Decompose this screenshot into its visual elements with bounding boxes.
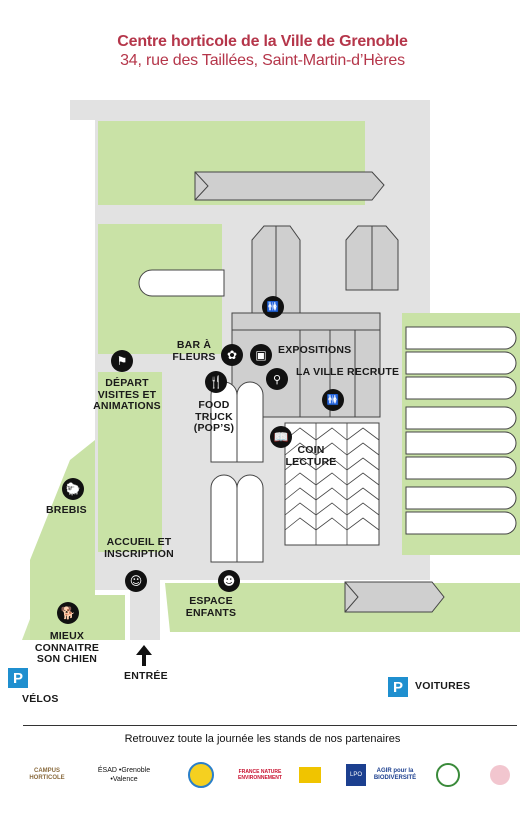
yellow-logo <box>297 757 323 793</box>
label-espace-enfants: ESPACE ENFANTS <box>185 595 237 619</box>
job-search-icon: ⚲ <box>266 368 288 390</box>
campus-horticole-logo: CAMPUS HORTICOLE <box>29 768 65 781</box>
map-title: Centre horticole de la Ville de Grenoble <box>117 33 408 50</box>
agir-logo: AGIR pour la BIODIVERSITÉ <box>373 768 417 781</box>
book-icon: 📖 <box>270 426 292 448</box>
east-tunnel-3 <box>405 376 517 400</box>
label-food-truck: FOOD TRUCK (POP’S) <box>193 399 235 434</box>
bird-logo <box>188 757 214 793</box>
exhibition-icon: ▣ <box>250 344 272 366</box>
label-expositions: EXPOSITIONS <box>278 344 352 356</box>
greenhouse-west <box>138 269 225 297</box>
building-southeast <box>344 581 445 613</box>
east-tunnel-4 <box>405 406 517 430</box>
label-depart-visites: DÉPART VISITES ET ANIMATIONS <box>93 377 161 412</box>
esad-logo: ÉSAD •Grenoble •Valence <box>97 767 151 783</box>
dog-icon: 🐕 <box>57 602 79 624</box>
tree-logo <box>436 757 460 793</box>
lawn-west-lower <box>98 372 162 552</box>
label-mieux-connaitre: MIEUX CONNAITRE SON CHIEN <box>34 630 100 665</box>
east-tunnel-7 <box>405 486 517 510</box>
tunnel-2 <box>236 381 264 463</box>
footer-divider <box>23 725 517 726</box>
east-tunnel-1 <box>405 326 517 350</box>
tunnel-3 <box>210 474 238 563</box>
flag-icon: ⚑ <box>111 350 133 372</box>
car-parking-icon: P <box>388 677 408 697</box>
flower-icon: ✿ <box>221 344 243 366</box>
east-tunnel-5 <box>405 431 517 455</box>
lpo-logo: LPO <box>344 757 368 793</box>
north-strip <box>70 100 130 120</box>
fne-logo: FRANCE NATURE ENVIRONNEMENT <box>238 769 282 781</box>
toilets-bottom-icon: 🚻 <box>322 389 344 411</box>
east-tunnel-2 <box>405 351 517 375</box>
building-north <box>194 171 385 201</box>
label-la-ville-recrute: LA VILLE RECRUTE <box>296 366 400 378</box>
toilets-top-icon: 🚻 <box>262 296 284 318</box>
partner-logos: CAMPUS HORTICOLE ÉSAD •Grenoble •Valence… <box>16 757 516 793</box>
east-tunnel-6 <box>405 456 517 480</box>
east-tunnel-8 <box>405 511 517 535</box>
label-velos: VÉLOS <box>22 693 59 705</box>
greenhouse-hatched <box>284 422 380 546</box>
tunnel-4 <box>236 474 264 563</box>
bike-parking-icon: P <box>8 668 28 688</box>
welcome-icon: ☺ <box>125 570 147 592</box>
label-voitures: VOITURES <box>415 680 471 692</box>
label-coin-lecture: COIN LECTURE <box>285 444 337 468</box>
map-address: 34, rue des Taillées, Saint-Martin-d’Hèr… <box>120 52 405 69</box>
sheep-icon: 🐑 <box>62 478 84 500</box>
label-entree: ENTRÉE <box>124 670 168 682</box>
food-icon: 🍴 <box>205 371 227 393</box>
entrance-arrow-icon <box>136 645 152 666</box>
partners-text: Retrouvez toute la journée les stands de… <box>124 733 401 745</box>
children-icon: ☻ <box>218 570 240 592</box>
flower-logo <box>488 757 512 793</box>
label-accueil: ACCUEIL ET INSCRIPTION <box>104 536 174 560</box>
label-bar-a-fleurs: BAR À FLEURS <box>172 339 216 363</box>
label-brebis: BREBIS <box>46 504 87 516</box>
